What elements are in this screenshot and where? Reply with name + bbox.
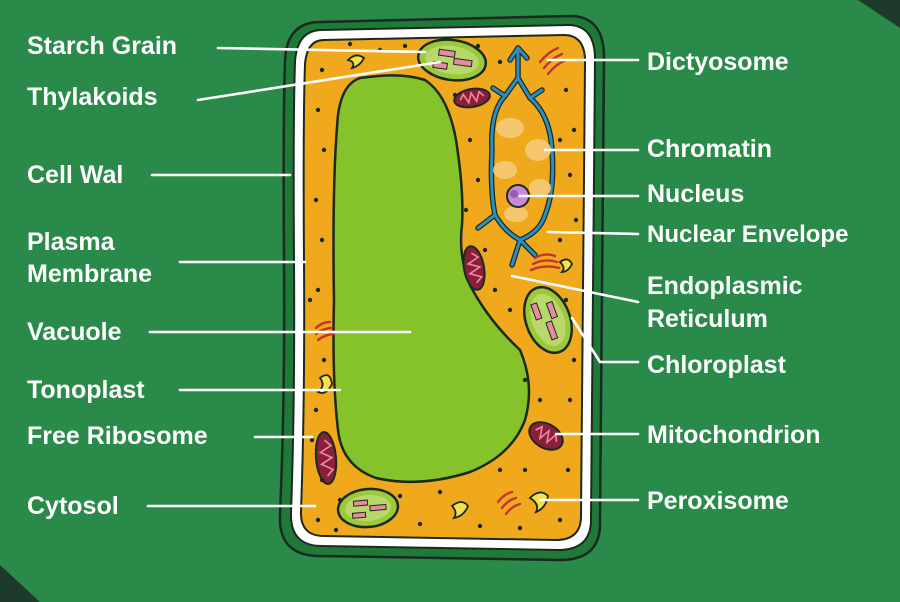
- label-plasma-membrane-line1: Plasma: [27, 228, 115, 256]
- ribosome-dot: [571, 357, 577, 363]
- dictyosome-stacks: [314, 46, 568, 516]
- mitochondrion-top: [453, 87, 491, 109]
- label-cytosol: Cytosol: [27, 492, 119, 520]
- ribosome-dot: [563, 87, 569, 93]
- ribosome-dot: [497, 467, 503, 473]
- ribosome-dot: [492, 287, 498, 293]
- leader-thylakoids: [196, 60, 442, 102]
- ribosome-dot: [452, 92, 458, 98]
- label-cell-wall: Cell Wal: [27, 161, 124, 189]
- ribosome-dot: [463, 207, 469, 213]
- leader-starch-grain: [216, 46, 427, 54]
- ribosome-dot: [437, 489, 443, 495]
- ribosome-dot: [347, 41, 353, 47]
- leader-lines: [146, 46, 640, 508]
- ribosome-dot: [557, 137, 563, 143]
- label-chromatin: Chromatin: [647, 135, 772, 163]
- ribosome-dot: [537, 397, 543, 403]
- ribosome-dot: [319, 67, 325, 73]
- chloroplast-right: [523, 285, 573, 355]
- ribosome-dot: [563, 297, 569, 303]
- label-chloroplast: Chloroplast: [647, 351, 786, 379]
- peroxisomes: [316, 54, 574, 520]
- ribosome-dot: [482, 247, 488, 253]
- ribosome-dot: [477, 523, 483, 529]
- leader-chloroplast: [570, 316, 640, 364]
- label-nucleus: Nucleus: [647, 180, 745, 208]
- label-endoplasmic-reticulum-line2: Reticulum: [647, 305, 768, 333]
- ribosome-dot: [475, 177, 481, 183]
- ribosome-dot: [313, 407, 319, 413]
- leader-nuclear-envelope: [546, 230, 640, 236]
- label-endoplasmic-reticulum-line1: Endoplasmic: [647, 272, 803, 300]
- nucleolus-core: [510, 190, 518, 198]
- leader-endoplasmic-reticulum: [510, 274, 640, 304]
- ribosome-dot: [397, 493, 403, 499]
- ribosome-dot: [522, 377, 528, 383]
- label-vacuole: Vacuole: [27, 318, 122, 346]
- ribosome-dot: [517, 525, 523, 531]
- free-ribosome-dots: [307, 41, 579, 533]
- mitochondrion-mid: [462, 245, 486, 291]
- ribosome-dot: [507, 307, 513, 313]
- ribosome-dot: [475, 43, 481, 49]
- ribosome-dot: [567, 397, 573, 403]
- ribosome-dot: [497, 59, 503, 65]
- ribosome-dot: [319, 237, 325, 243]
- ribosome-dot: [467, 137, 473, 143]
- label-mitochondrion: Mitochondrion: [647, 421, 821, 449]
- label-free-ribosome: Free Ribosome: [27, 422, 208, 450]
- label-nuclear-envelope: Nuclear Envelope: [647, 221, 849, 248]
- label-dictyosome: Dictyosome: [647, 48, 789, 76]
- ribosome-dot: [319, 477, 325, 483]
- mitochondrion-left: [314, 431, 338, 485]
- label-peroxisome: Peroxisome: [647, 487, 789, 515]
- ribosome-dot: [321, 357, 327, 363]
- ribosome-dot: [307, 297, 313, 303]
- ribosome-dot: [417, 521, 423, 527]
- corner-shape-bottom-left: [0, 565, 40, 602]
- ribosome-dot: [315, 517, 321, 523]
- ribosome-dot: [567, 172, 573, 178]
- ribosome-dot: [565, 467, 571, 473]
- ribosome-dot: [571, 127, 577, 133]
- chromatin-particles: [493, 118, 551, 222]
- ribosome-dot: [337, 497, 343, 503]
- label-tonoplast: Tonoplast: [27, 376, 145, 404]
- ribosome-dot: [315, 107, 321, 113]
- label-plasma-membrane-line2: Membrane: [27, 260, 153, 288]
- chloroplast-bottom: [336, 487, 400, 529]
- ribosome-dot: [522, 467, 528, 473]
- label-thylakoids: Thylakoids: [27, 83, 158, 111]
- ribosome-dot: [333, 527, 339, 533]
- ribosome-dot: [573, 217, 579, 223]
- ribosome-dot: [309, 437, 315, 443]
- ribosome-dot: [321, 147, 327, 153]
- label-starch-grain: Starch Grain: [27, 32, 178, 60]
- ribosome-dot: [557, 517, 563, 523]
- vacuole-shape: [332, 74, 531, 484]
- corner-shape-top-right: [858, 0, 900, 28]
- ribosome-dot: [315, 287, 321, 293]
- chloroplast-top: [416, 38, 488, 82]
- ribosome-dot: [402, 43, 408, 49]
- ribosome-dot: [557, 237, 563, 243]
- ribosome-dot: [313, 197, 319, 203]
